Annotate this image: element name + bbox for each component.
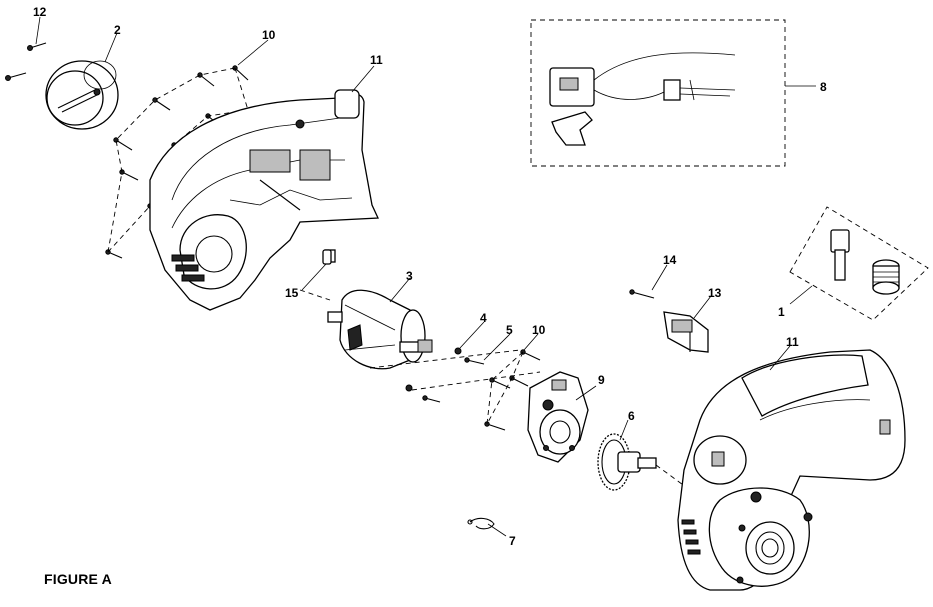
leader-3: [389, 277, 411, 303]
part-2-end-cap: [45, 60, 119, 130]
callout-4: 4: [480, 311, 487, 325]
callout-3: 3: [406, 269, 413, 283]
part-11-right-housing: [677, 349, 906, 591]
part-10-gearbox-screws: [484, 349, 541, 431]
figure-caption: FIGURE A: [44, 571, 112, 587]
leader-14: [651, 264, 668, 291]
leader-10-lower: [523, 333, 539, 351]
callout-7: 7: [509, 534, 516, 548]
callout-6: 6: [628, 409, 635, 423]
leader-5: [483, 333, 511, 361]
callout-2: 2: [114, 23, 121, 37]
callout-12: 12: [33, 5, 47, 19]
part-1-kit: [789, 206, 929, 321]
leader-12: [35, 16, 41, 45]
callout-1: 1: [778, 305, 785, 319]
callout-8: 8: [820, 80, 827, 94]
part-13-bracket: [663, 311, 709, 353]
leader-10-upper: [237, 39, 269, 66]
leader-6: [619, 419, 629, 441]
part-11-left-housing: [149, 89, 379, 311]
callout-13: 13: [708, 286, 722, 300]
guide-motor-screws: [369, 349, 521, 369]
leader-2: [104, 32, 118, 63]
callout-14: 14: [663, 253, 677, 267]
part-5-screws: [422, 357, 485, 403]
leader-11-lower: [769, 345, 791, 371]
callout-10-upper: 10: [262, 28, 276, 42]
part-6-gear: [597, 433, 657, 491]
callout-9: 9: [598, 373, 605, 387]
leader-1: [789, 285, 813, 305]
part-8-group-box: [530, 19, 786, 167]
leader-15: [301, 263, 327, 291]
part-4-washer: [405, 347, 462, 392]
leader-9: [575, 385, 597, 401]
leader-7: [487, 523, 507, 537]
leader-4: [459, 321, 485, 349]
part-8-switch: [549, 52, 736, 146]
guide-motor-screws-2: [411, 371, 541, 391]
callout-11-lower: 11: [786, 335, 799, 349]
callout-15: 15: [285, 286, 299, 300]
part-3-motor: [327, 289, 433, 370]
callout-11-upper: 11: [370, 53, 383, 67]
callout-10-lower: 10: [532, 323, 546, 337]
guide-motor-left: [299, 289, 331, 301]
part-15-pin: [322, 249, 332, 265]
part-12-screws: [5, 42, 47, 81]
leader-13: [693, 295, 712, 319]
part-7-clip: [467, 517, 495, 530]
callout-5: 5: [506, 323, 513, 337]
part-9-gear-housing: [527, 371, 589, 463]
part-14-screw: [629, 289, 655, 299]
leader-11-upper: [351, 65, 375, 93]
guide-gear-to-housing: [655, 464, 691, 491]
